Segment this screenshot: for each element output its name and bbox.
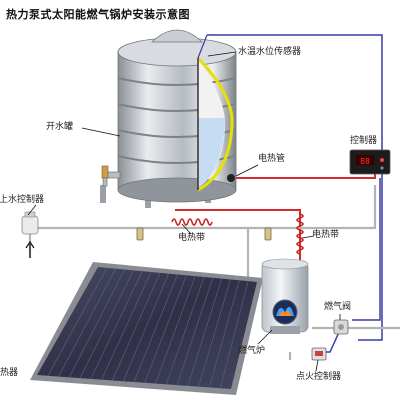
label-level-sensor: 水温水位传感器 [238,47,302,57]
collector-tube [166,276,205,385]
tank-cutaway [196,34,235,192]
tank-outlet-tap [101,165,121,187]
collector-tube [47,267,108,376]
inlet-controller-unit [21,211,39,258]
heating-tube-terminal [227,174,235,182]
label-ignition-controller: 点火控制器 [296,372,342,382]
gas-valve-unit [333,319,349,335]
collector-tube [122,273,169,382]
solar-collector [30,262,263,395]
label-heat-tape-2: 电热带 [312,230,340,240]
collector-tube [133,274,178,383]
label-controller: 控制器 [350,136,378,146]
gas-boiler [261,258,309,334]
label-heating-tube: 电热管 [258,154,286,164]
collector-tube [187,278,223,386]
controller-display: 88 [360,157,370,166]
collector-tube [209,280,240,388]
label-gas-boiler: 燃气炉 [238,346,266,356]
heat-tape-coil-vertical [296,213,304,255]
collector-tube [112,272,161,381]
heat-tape-coil-horizontal [171,218,213,226]
collector-tube [58,268,116,377]
collector-tube [176,277,214,386]
collector-tube [198,279,231,387]
label-gas-valve: 燃气阀 [324,302,352,312]
collector-tube [79,270,134,379]
collector-tube [69,269,125,378]
ignition-controller-unit [311,347,327,361]
collector-tube [219,281,249,389]
controller-unit [349,149,391,175]
label-collector: 光热器 [0,368,19,378]
collector-tube [155,276,196,384]
label-heat-tape-1: 电热带 [178,233,206,243]
pipe-valves [136,227,272,241]
label-open-tank: 开水罐 [46,122,74,132]
diagram-title: 热力泵式太阳能燃气锅炉安装示意图 [6,8,190,21]
collector-tube [101,271,152,380]
leader-lines [27,51,341,372]
label-inlet-controller: 上水控制器 [0,195,45,205]
collector-tube [90,271,143,380]
collector-tube [144,275,187,383]
